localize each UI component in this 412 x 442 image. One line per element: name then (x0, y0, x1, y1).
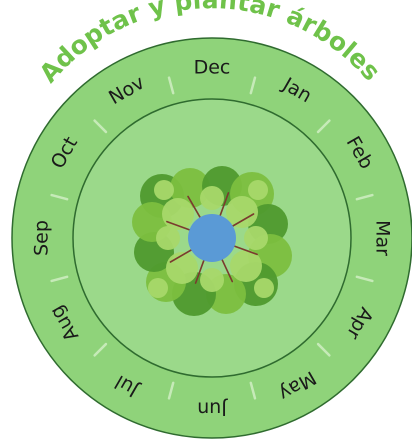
month-label-mar: Mar (372, 220, 394, 256)
foliage-blob (156, 226, 180, 250)
branch (231, 244, 258, 256)
branch (166, 220, 193, 232)
foliage-blob (200, 268, 224, 292)
branch (169, 248, 194, 263)
branch (220, 257, 234, 283)
month-label-dec: Dec (194, 57, 231, 79)
tree-canopy-with-pond-icon (132, 166, 292, 316)
month-divider (249, 381, 257, 400)
month-divider (50, 275, 69, 283)
month-label-sep: Sep (31, 220, 53, 256)
month-divider (167, 381, 175, 400)
month-divider (50, 193, 69, 201)
foliage-blob (166, 252, 198, 284)
foliage-blob (248, 180, 268, 200)
month-divider (316, 342, 331, 357)
foliage-blob (148, 278, 168, 298)
branch (187, 195, 202, 220)
foliage-blob (244, 226, 268, 250)
month-dividers (50, 76, 374, 400)
foliage-blob (226, 196, 258, 228)
branch (194, 257, 206, 284)
branch (230, 213, 255, 228)
month-divider (167, 76, 175, 95)
month-divider (316, 119, 331, 134)
foliage-blob (154, 180, 174, 200)
month-divider (93, 342, 108, 357)
branch (218, 192, 230, 219)
foliage-blob (254, 278, 274, 298)
foliage-blob (230, 250, 262, 282)
foliage-blob (200, 186, 224, 210)
canopy-branches (166, 192, 258, 284)
month-divider (93, 119, 108, 134)
month-label-jun: Jun (197, 398, 228, 420)
month-divider (249, 76, 257, 95)
pond (188, 214, 236, 262)
month-divider (355, 275, 374, 283)
month-divider (355, 193, 374, 201)
